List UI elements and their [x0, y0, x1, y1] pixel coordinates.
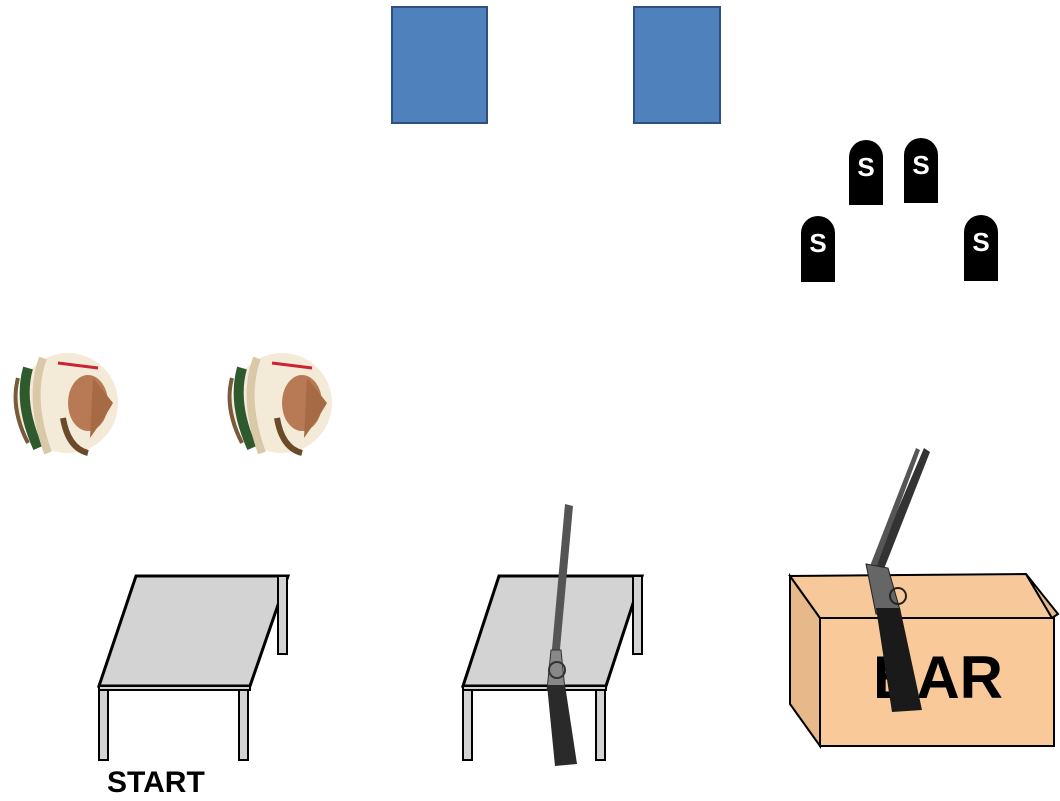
tombstone-letter: S [912, 150, 930, 180]
table-icon [460, 574, 645, 761]
open-box-icon: BAR [788, 572, 1060, 750]
tombstone-icon: S [964, 215, 998, 281]
blue-door-right [633, 6, 721, 124]
blue-door-left [391, 6, 488, 124]
tombstone-icon: S [849, 140, 883, 205]
tombstone-letter: S [972, 227, 990, 257]
tombstone-letter: S [857, 152, 875, 182]
start-label: START [107, 766, 205, 799]
rifle-icon [546, 504, 577, 766]
rifle-icon [865, 448, 930, 712]
table-icon [96, 574, 291, 761]
tombstone-letter: S [809, 228, 827, 258]
chief-headdress-icon [13, 353, 118, 456]
tombstone-icon: S [904, 138, 938, 203]
chief-headdress-icon [227, 353, 332, 456]
tombstone-icon: S [801, 216, 835, 282]
